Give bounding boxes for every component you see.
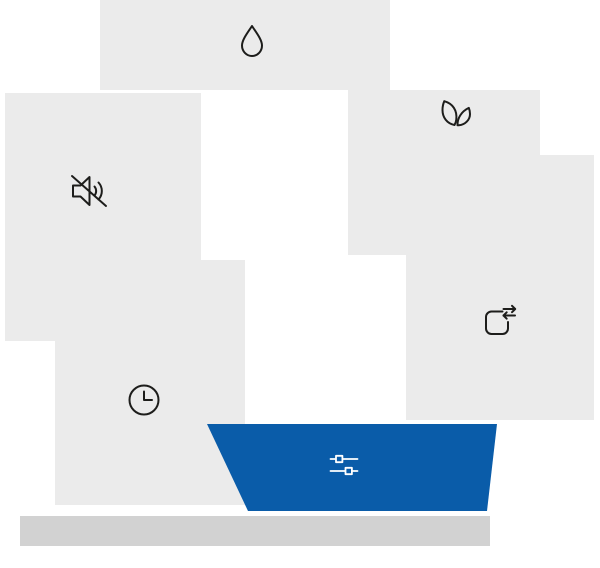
plug-sync-icon (478, 303, 518, 341)
leaf-icon (438, 96, 474, 130)
sliders-icon (329, 452, 359, 478)
clock-icon (126, 382, 162, 418)
water-drop-icon (238, 24, 266, 58)
tile-time (55, 260, 245, 505)
base-bar (20, 516, 490, 546)
speaker-muted-icon (67, 171, 111, 211)
tile-water (100, 0, 390, 90)
tile-settings[interactable] (207, 424, 497, 511)
tile-connect (406, 155, 594, 420)
